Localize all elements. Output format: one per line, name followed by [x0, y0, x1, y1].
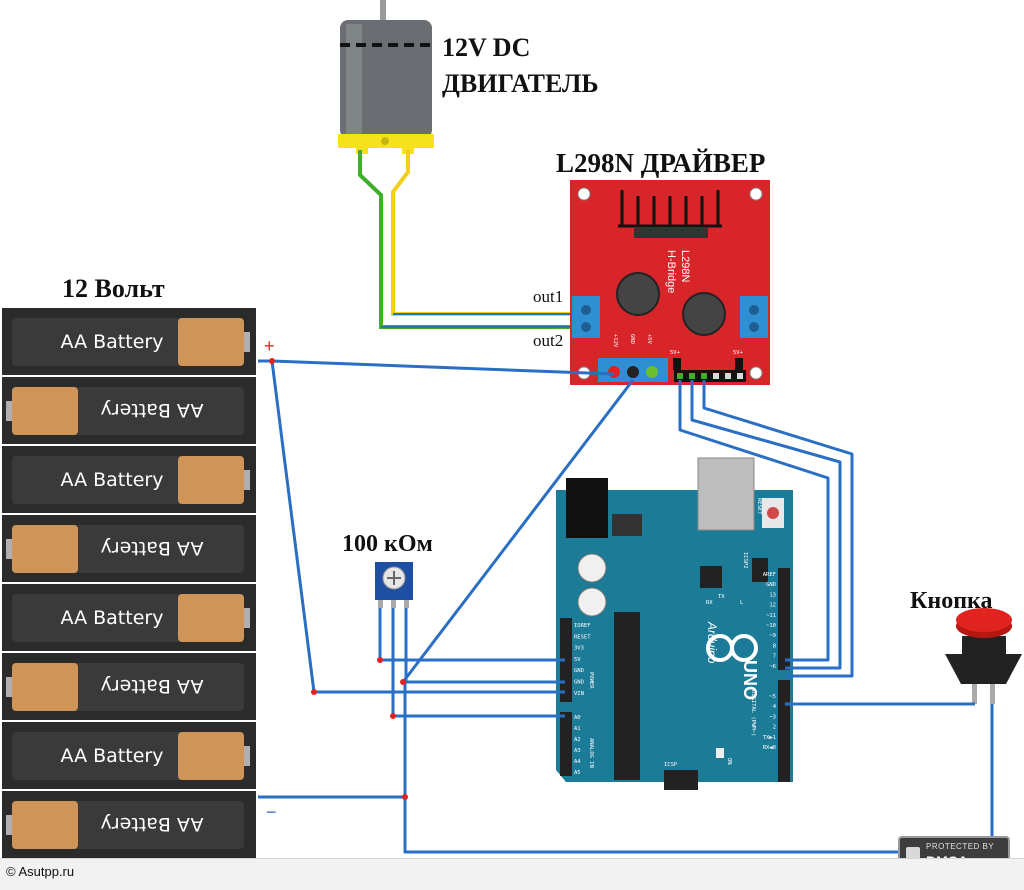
arduino-digital-pin: 2: [773, 725, 776, 731]
dc-motor: [338, 0, 434, 154]
arduino-digital-pin: 12: [769, 603, 776, 609]
motor-label-line2: ДВИГАТЕЛЬ: [442, 69, 599, 98]
arduino-digital-pin: 13: [769, 592, 776, 598]
wire-joints: [269, 358, 408, 800]
arduino-analog-header: ANALOG IN: [588, 738, 594, 768]
arduino-digital-pin: ~6: [769, 664, 776, 670]
arduino-uno: Arduino UNO RESET ICSP2 ICSP TX RX L ON …: [556, 457, 793, 790]
battery-cell: AA Battery: [2, 308, 256, 375]
arduino-digital-pin: AREF: [763, 572, 776, 578]
driver-logic-pin: ENA: [680, 388, 691, 394]
battery-plus-label: +: [264, 336, 275, 356]
battery-cell: AA Battery: [2, 446, 256, 513]
battery-label-text: AA Battery: [61, 745, 164, 767]
arduino-digital-header: DIGITAL (PWM~): [750, 690, 756, 736]
battery-label: 12 Вольт: [62, 274, 165, 303]
arduino-digital-pin: ~5: [769, 694, 776, 700]
arduino-digital-pin: 4: [773, 704, 777, 710]
driver-jumper-left: 5V+: [670, 350, 681, 356]
out2-label: out2: [533, 331, 563, 350]
arduino-brand: Arduino: [705, 621, 719, 664]
driver-chip-line2: H-Bridge: [665, 250, 677, 293]
arduino-analog-pin: A1: [574, 726, 581, 732]
driver-chip-line1: L298N: [679, 250, 691, 282]
battery-label-text: AA Battery: [61, 331, 164, 353]
arduino-analog-pin: A3: [574, 748, 581, 754]
driver-logic-pin: ENB: [740, 388, 751, 394]
potentiometer-label: 100 кОм: [342, 531, 433, 557]
arduino-power-pin: RESET: [574, 634, 591, 640]
arduino-l-label: L: [740, 600, 744, 606]
battery-label-text: AA Battery: [101, 675, 204, 697]
arduino-digital-pin: RX◀0: [763, 745, 776, 751]
battery-cell: AA Battery: [2, 584, 256, 651]
arduino-reset-label: RESET: [756, 498, 762, 515]
arduino-analog-pin: A4: [574, 759, 581, 765]
arduino-power-pin: GND: [574, 668, 584, 674]
arduino-power-pin: IOREF: [574, 623, 591, 629]
driver-pin-gnd: GND: [629, 334, 635, 344]
arduino-digital-pin: ~11: [766, 613, 776, 619]
arduino-model: UNO: [740, 660, 760, 700]
driver-pin-12v: +12V: [612, 334, 618, 348]
arduino-digital-pin: 7: [773, 654, 776, 660]
arduino-power-pin: 3V3: [574, 646, 584, 652]
arduino-analog-pin: A2: [574, 737, 581, 743]
battery-label-text: AA Battery: [61, 607, 164, 629]
driver-label: L298N ДРАЙВЕР: [556, 148, 765, 178]
battery-pack: AA Battery AA Battery AA Battery AA Battery…: [2, 308, 256, 858]
battery-cell: AA Battery: [2, 515, 256, 582]
arduino-rx-label: RX: [706, 600, 713, 606]
arduino-power-pin: GND: [574, 680, 584, 686]
out1-label: out1: [533, 287, 563, 306]
arduino-digital-pin: ~3: [769, 714, 776, 720]
battery-label-text: AA Battery: [101, 399, 204, 421]
driver-logic-pin: IN2: [704, 388, 714, 394]
battery-label-text: AA Battery: [61, 469, 164, 491]
arduino-analog-pin: A0: [574, 715, 581, 721]
battery-minus-label: −: [266, 802, 277, 822]
arduino-on-label: ON: [726, 758, 732, 765]
battery-cell: AA Battery: [2, 722, 256, 789]
battery-label-text: AA Battery: [101, 813, 204, 835]
push-button[interactable]: [945, 608, 1022, 704]
dmca-badge-top: PROTECTED BY: [926, 842, 995, 851]
arduino-digital-pin: 8: [773, 643, 776, 649]
arduino-analog-pin: A5: [574, 770, 581, 776]
arduino-digital-pin: ~10: [766, 623, 776, 629]
driver-logic-pin: IN4: [728, 388, 739, 394]
battery-cell: AA Battery: [2, 377, 256, 444]
driver-logic-pin: IN3: [716, 388, 726, 394]
arduino-digital-pin: ~9: [769, 633, 776, 639]
driver-jumper-right: 5V+: [733, 350, 744, 356]
lock-icon: [906, 847, 920, 861]
arduino-digital-pin: GND: [766, 582, 776, 588]
arduino-power-pin: 5V: [574, 657, 581, 663]
driver-logic-pin: IN1: [692, 388, 702, 394]
motor-label-line1: 12V DC: [442, 33, 530, 62]
battery-cell: AA Battery: [2, 653, 256, 720]
arduino-tx-label: TX: [718, 594, 725, 600]
arduino-power-header: POWER: [588, 672, 594, 689]
battery-cell: AA Battery: [2, 791, 256, 858]
battery-label-text: AA Battery: [101, 537, 204, 559]
arduino-digital-pin: TX▶1: [763, 735, 776, 741]
driver-pin-5v: +5V: [646, 334, 652, 345]
footer: © Asutpp.ru: [0, 858, 1024, 890]
arduino-icsp2-label: ICSP2: [742, 552, 748, 569]
footer-credit: © Asutpp.ru: [6, 864, 75, 879]
potentiometer: [375, 562, 413, 608]
arduino-icsp-label: ICSP: [664, 762, 678, 768]
arduino-power-pin: VIN: [574, 691, 584, 697]
